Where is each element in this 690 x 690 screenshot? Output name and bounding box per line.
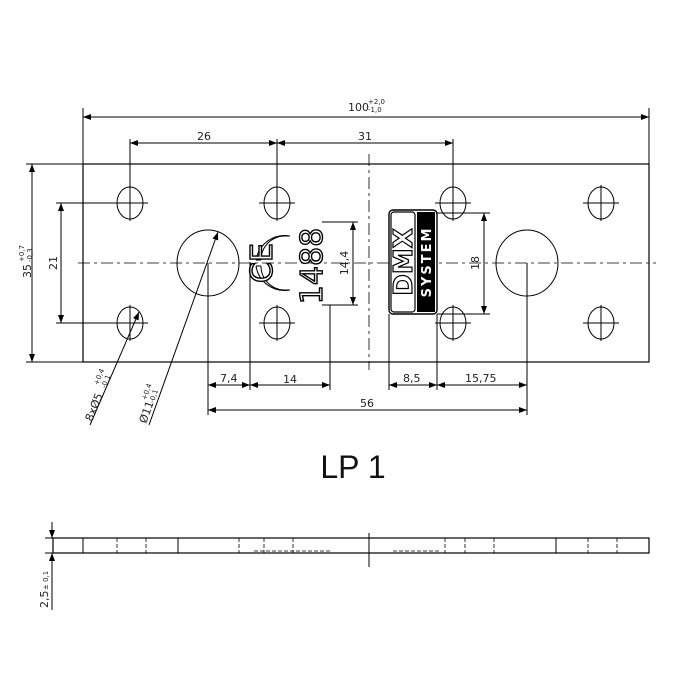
svg-text:15,75: 15,75 [465, 372, 497, 385]
svg-text:14: 14 [283, 373, 297, 386]
svg-text:+0,7: +0,7 [18, 245, 26, 262]
dim-bottom-chain: 7,4 14 8,5 15,75 56 [207, 262, 528, 415]
svg-text:100: 100 [348, 101, 369, 114]
svg-text:SYSTEM: SYSTEM [420, 227, 435, 298]
svg-text:7,4: 7,4 [220, 372, 238, 385]
dim-overall-length: 100 +2,0 -1,0 [82, 98, 650, 164]
dim-marking-height: 14,4 [322, 221, 358, 306]
svg-text:31: 31 [358, 130, 372, 143]
ce-mark: CE [244, 235, 291, 291]
svg-text:2,5: 2,5 [38, 591, 51, 609]
small-hole [435, 185, 471, 221]
svg-text:8,5: 8,5 [403, 372, 421, 385]
svg-text:-1,0: -1,0 [368, 106, 382, 114]
small-hole [112, 185, 148, 221]
dim-thickness: 2,5 ± 0,1 [38, 522, 55, 610]
part-title: LP 1 [320, 449, 385, 485]
svg-text:DMX: DMX [389, 228, 419, 296]
svg-text:18: 18 [469, 256, 482, 270]
dim-hole-row-spacing: 21 [47, 202, 112, 324]
svg-text:+2,0: +2,0 [368, 98, 385, 106]
small-hole [583, 305, 619, 341]
svg-text:8xØ5: 8xØ5 [83, 391, 106, 423]
svg-text:± 0,1: ± 0,1 [42, 571, 50, 590]
callout-large-holes: Ø11 +0,4 -0,1 [137, 231, 219, 426]
small-hole [112, 305, 148, 341]
dim-hole-spacing: 26 31 [129, 130, 454, 185]
dim-overall-width: 35 +0,7 -0,3 [18, 163, 83, 363]
dim-logo-height: 18 [437, 212, 490, 315]
svg-text:-0,3: -0,3 [26, 248, 34, 262]
svg-text:35: 35 [21, 264, 34, 278]
svg-text:21: 21 [47, 256, 60, 270]
small-hole [259, 305, 295, 341]
small-holes [112, 185, 619, 341]
svg-text:14,4: 14,4 [338, 251, 351, 276]
side-view [52, 533, 650, 567]
svg-text:26: 26 [197, 130, 211, 143]
svg-text:CE: CE [245, 243, 280, 283]
marking-number: 1488 [295, 228, 330, 304]
small-hole [435, 305, 471, 341]
svg-text:56: 56 [360, 397, 374, 410]
small-hole [259, 185, 295, 221]
small-hole [583, 185, 619, 221]
dmx-system-logo: DMX SYSTEM [388, 209, 438, 315]
